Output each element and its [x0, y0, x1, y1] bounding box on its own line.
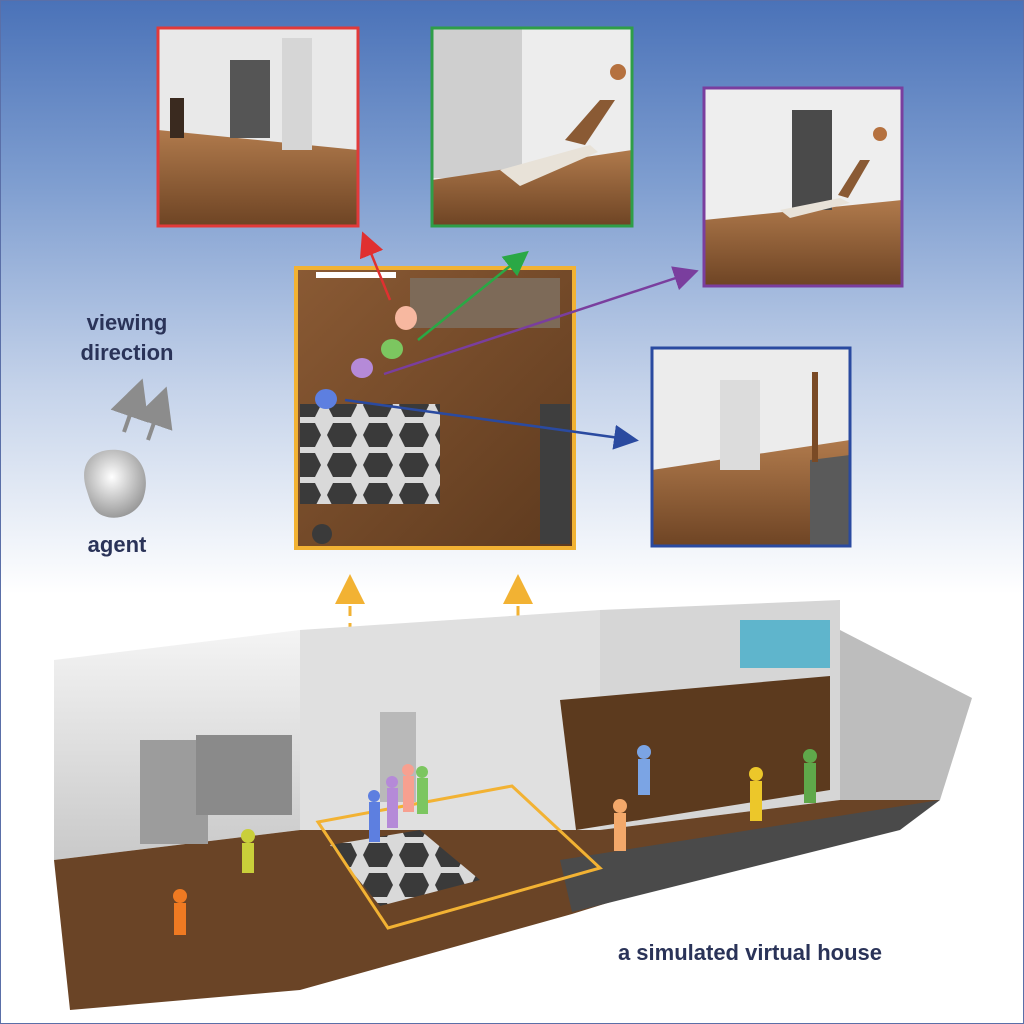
- top-down-map: [294, 266, 576, 550]
- virtual-house: [54, 600, 972, 1010]
- view-purple: [702, 86, 904, 288]
- viewing-direction-label: viewing direction: [80, 310, 174, 365]
- agent-icon: [84, 449, 146, 518]
- view-blue: [650, 346, 852, 548]
- house-caption: a simulated virtual house: [617, 940, 883, 965]
- view-red: [156, 26, 360, 228]
- legend-viewing-direction: [110, 378, 173, 441]
- agent-label: agent: [87, 532, 147, 557]
- view-green: [430, 26, 634, 228]
